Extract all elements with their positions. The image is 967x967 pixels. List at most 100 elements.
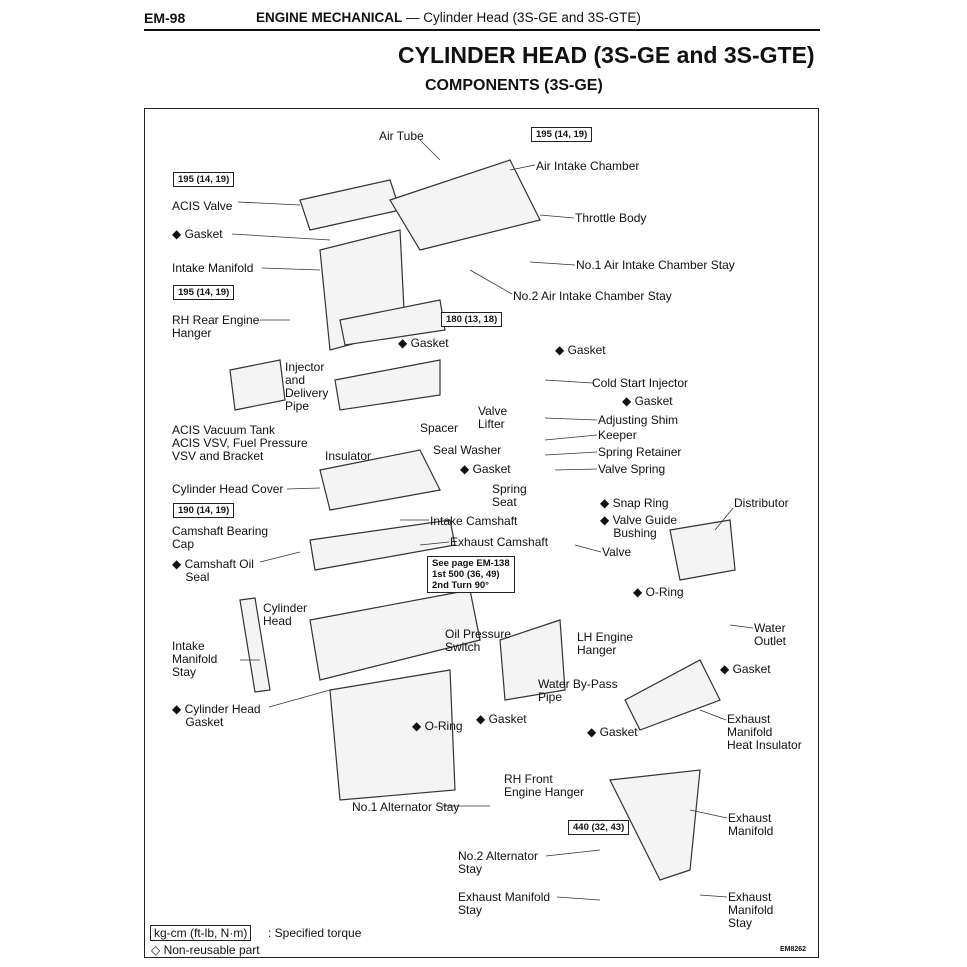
part-label: No.2 Alternator Stay: [458, 849, 539, 876]
leader-line: [529, 261, 576, 266]
leader-line: [554, 468, 598, 471]
exploded-parts-drawing: [229, 139, 754, 901]
part-label: No.2 Air Intake Chamber Stay: [513, 289, 672, 303]
torque-spec-box: 180 (13, 18): [441, 312, 503, 327]
leader-line: [419, 139, 441, 161]
part-label: Insulator: [325, 449, 372, 463]
leader-line: [544, 434, 598, 441]
part-label: Distributor: [734, 496, 789, 510]
part-label: Cylinder Head: [263, 601, 308, 628]
leader-line: [699, 894, 728, 898]
part-label: ◆ Gasket: [622, 394, 673, 408]
torque-spec-box: 440 (32, 43): [568, 820, 630, 835]
part-label: Exhaust Manifold: [728, 811, 774, 838]
leader-line: [237, 201, 301, 206]
part-label: ◆ Gasket: [720, 662, 771, 676]
leader-line: [556, 896, 601, 901]
camshaft-part: [309, 519, 456, 571]
part-label: LH Engine Hanger: [577, 630, 634, 657]
part-label: Air Intake Chamber: [536, 159, 640, 173]
leader-line: [699, 709, 727, 721]
delivery-pipe-part: [334, 359, 441, 411]
part-label: Throttle Body: [575, 211, 647, 225]
part-label: No.1 Alternator Stay: [352, 800, 460, 814]
part-label: Spring Seat: [492, 482, 527, 509]
header-rule: [144, 29, 820, 31]
distributor-part: [669, 519, 736, 581]
air-intake-chamber-part: [389, 159, 541, 251]
section-name: ENGINE MECHANICAL: [256, 10, 403, 25]
page-code: EM-98: [144, 10, 186, 26]
part-label: Water By-Pass Pipe: [538, 677, 618, 704]
part-label: ◆ O-Ring: [633, 585, 684, 599]
part-label: Injector and Delivery Pipe: [285, 360, 329, 413]
part-label: Exhaust Manifold Stay: [458, 890, 551, 917]
torque-spec-box: See page EM-138 1st 500 (36, 49) 2nd Tur…: [427, 556, 515, 593]
part-label: ◆ Gasket: [172, 227, 223, 241]
leader-line: [539, 214, 575, 219]
leader-line: [544, 417, 598, 421]
part-label: Cylinder Head Cover: [172, 482, 284, 496]
part-label: Cold Start Injector: [592, 376, 689, 390]
leader-line: [544, 379, 594, 384]
engine-block-part: [329, 669, 456, 801]
leader-line: [259, 551, 301, 563]
leader-line: [469, 269, 513, 295]
part-label: Valve Spring: [598, 462, 666, 476]
leader-line: [714, 507, 734, 531]
part-label: ◆ Gasket: [398, 336, 449, 350]
torque-spec-box: 195 (14, 19): [531, 127, 593, 142]
leader-line: [574, 544, 602, 553]
exhaust-manifold-part: [609, 769, 701, 881]
legend-torque-text: : Specified torque: [268, 926, 362, 940]
water-bypass-pipe-part: [499, 619, 566, 701]
part-label: Intake Camshaft: [430, 514, 518, 528]
torque-spec-box: 190 (14, 19): [173, 503, 235, 518]
leader-line: [509, 164, 536, 171]
page-title: CYLINDER HEAD (3S-GE and 3S-GTE): [398, 42, 815, 68]
part-label: Seal Washer: [433, 443, 502, 457]
figure-code: EM8262: [780, 946, 807, 953]
part-label: RH Front Engine Hanger: [504, 772, 585, 799]
part-label: ◆ Gasket: [587, 725, 638, 739]
part-label: Intake Manifold: [172, 261, 254, 275]
leader-line: [689, 809, 728, 819]
acis-valve-part: [299, 179, 401, 231]
cylinder-head-cover-part: [319, 449, 441, 511]
part-label: ◆ Camshaft Oil Seal: [172, 557, 254, 584]
leader-line: [261, 267, 321, 271]
part-label: ACIS Valve: [172, 199, 233, 213]
leader-line: [268, 689, 331, 708]
diagram-frame: [144, 108, 819, 958]
part-label: No.1 Air Intake Chamber Stay: [576, 258, 735, 272]
part-label: ◆ O-Ring: [412, 719, 463, 733]
page-subtitle: COMPONENTS (3S-GE): [425, 77, 603, 94]
part-label: ◆ Cylinder Head Gasket: [172, 702, 261, 729]
part-label: Valve: [602, 545, 632, 559]
part-label: Spring Retainer: [598, 445, 682, 459]
leader-line: [544, 451, 598, 456]
part-label: ◆ Snap Ring: [600, 496, 669, 510]
leader-line: [419, 541, 450, 546]
part-label: ◆ Gasket: [476, 712, 527, 726]
section-header: ENGINE MECHANICAL — Cylinder Head (3S-GE…: [256, 10, 641, 25]
part-label: Adjusting Shim: [598, 413, 679, 427]
leader-line: [545, 849, 601, 857]
acis-vacuum-tank-part: [229, 359, 286, 411]
part-label: Spacer: [420, 421, 459, 435]
part-label: Oil Pressure Switch: [445, 627, 512, 654]
part-label: ◆ Gasket: [460, 462, 511, 476]
part-label: Exhaust Manifold Stay: [728, 890, 774, 930]
leader-line: [286, 487, 321, 490]
intake-manifold-stay-part: [239, 597, 271, 693]
part-label: ACIS Vacuum Tank ACIS VSV, Fuel Pressure…: [172, 423, 308, 463]
leader-line: [231, 233, 331, 241]
section-subtitle: — Cylinder Head (3S-GE and 3S-GTE): [402, 10, 641, 25]
part-label: Water Outlet: [754, 621, 787, 648]
legend-non-reusable: ◇ Non-reusable part: [151, 943, 260, 957]
part-label: Exhaust Camshaft: [450, 535, 549, 549]
part-label: ◆ Gasket: [555, 343, 606, 357]
leader-line: [729, 624, 754, 629]
legend-torque-unit: kg-cm (ft-lb, N·m): [150, 925, 252, 941]
part-label: Air Tube: [379, 129, 424, 143]
